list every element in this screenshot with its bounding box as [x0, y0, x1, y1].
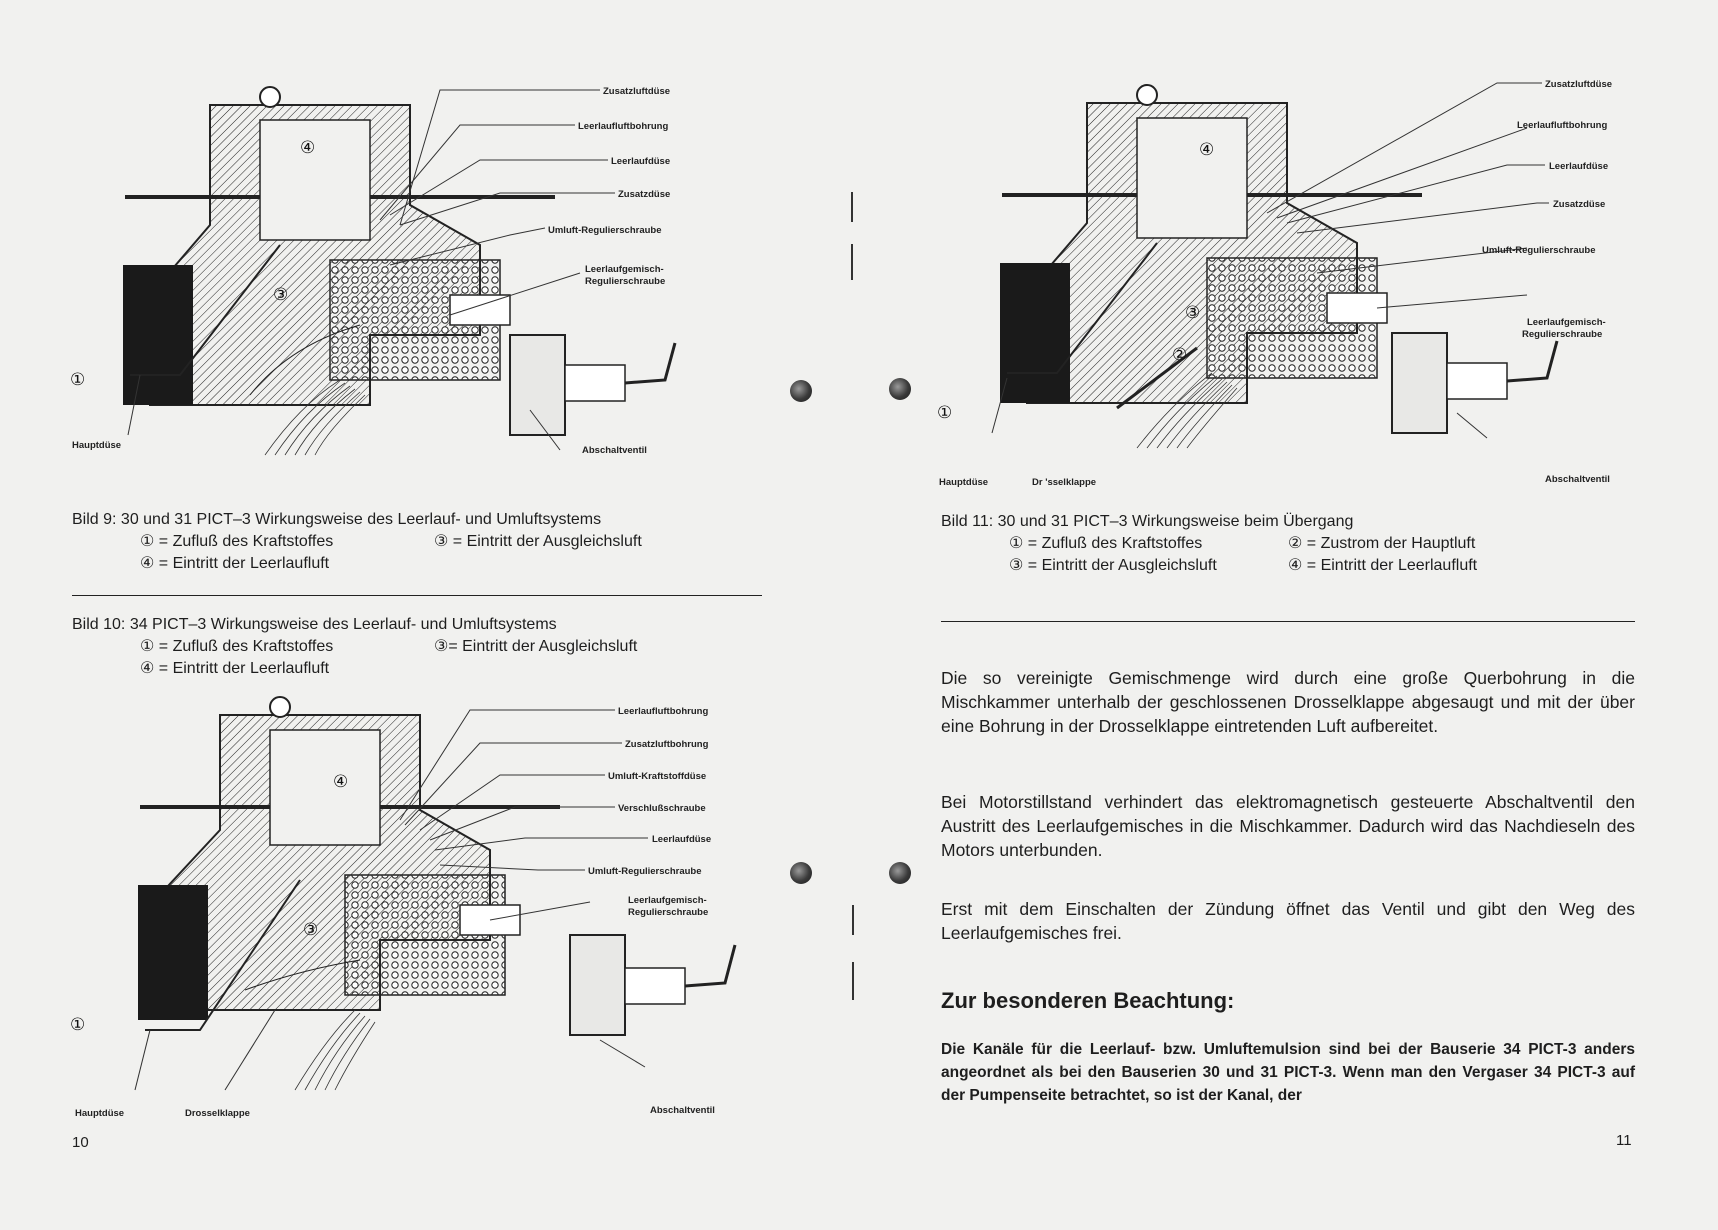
label-regulierschraube: Regulierschraube	[585, 276, 665, 287]
label-umluft-regulierschraube: Umluft-Regulierschraube	[588, 866, 702, 877]
fold-mark	[852, 905, 854, 935]
label-hauptduese: Hauptdüse	[75, 1108, 124, 1119]
label-verschlussschraube: Verschlußschraube	[618, 803, 706, 814]
label-leerlaufgemisch: Leerlaufgemisch-	[585, 264, 664, 275]
figure-11-diagram: Zusatzluftdüse Leerlaufluftbohrung Leerl…	[937, 79, 1612, 488]
caption-title: Bild 10: 34 PICT–3 Wirkungsweise des Lee…	[72, 616, 557, 633]
caption-item-4: ④ = Eintritt der Leerlaufluft	[140, 555, 330, 572]
caption-item-1: ① = Zufluß des Kraftstoffes	[140, 638, 334, 655]
figure-11-caption: Bild 11: 30 und 31 PICT–3 Wirkungsweise …	[941, 511, 1661, 577]
label-leerlaufgemisch: Leerlaufgemisch-	[628, 895, 707, 906]
page-number-right: 11	[1616, 1132, 1632, 1149]
label-zusatzluftduese: Zusatzluftdüse	[1545, 79, 1612, 90]
label-leerlaufluftbohrung: Leerlaufluftbohrung	[1517, 120, 1607, 131]
label-leerlaufluftbohrung: Leerlaufluftbohrung	[618, 706, 708, 717]
right-page: Zusatzluftdüse Leerlaufluftbohrung Leerl…	[859, 0, 1718, 1230]
caption-item-3: ③ = Eintritt der Ausgleichsluft	[434, 533, 642, 550]
paragraph-3: Erst mit dem Einschalten der Zündung öff…	[941, 899, 1635, 943]
label-zusatzduese: Zusatzdüse	[1553, 199, 1605, 210]
label-regulierschraube: Regulierschraube	[628, 907, 708, 918]
label-leerlaufduese: Leerlaufdüse	[652, 834, 711, 845]
marker-2: ②	[1172, 345, 1187, 364]
section-heading: Zur besonderen Beachtung:	[941, 988, 1235, 1013]
label-leerlaufgemisch: Leerlaufgemisch-	[1527, 317, 1606, 328]
marker-4: ④	[333, 772, 348, 791]
label-umluft-regulierschraube: Umluft-Regulierschraube	[1482, 245, 1596, 256]
caption-item-3: ③= Eintritt der Ausgleichsluft	[434, 638, 638, 655]
page-number-left: 10	[72, 1134, 89, 1151]
label-abschaltventil: Abschaltventil	[650, 1105, 715, 1116]
fold-mark	[851, 192, 853, 222]
label-abschaltventil: Abschaltventil	[1545, 474, 1610, 485]
label-abschaltventil: Abschaltventil	[582, 445, 647, 456]
caption-item-4: ④ = Eintritt der Leerlaufluft	[140, 660, 330, 677]
marker-1: ①	[937, 403, 952, 422]
label-hauptduese: Hauptdüse	[939, 477, 988, 488]
caption-item-2: ② = Zustrom der Hauptluft	[1288, 535, 1476, 552]
figure-11-callout-lines	[991, 82, 1549, 439]
binder-hole-bottom	[790, 862, 812, 884]
marker-3: ③	[303, 920, 318, 939]
label-leerlaufduese: Leerlaufdüse	[611, 156, 670, 167]
label-umluft-kraftstoffduese: Umluft-Kraftstoffdüse	[608, 771, 706, 782]
figure-9-caption: Bild 9: 30 und 31 PICT–3 Wirkungsweise d…	[72, 509, 772, 575]
paragraph-1: Die so vereinigte Gemischmenge wird durc…	[941, 668, 1635, 736]
carburetor-body	[138, 696, 737, 1091]
left-page: Zusatzluftdüse Leerlaufluftbohrung Leerl…	[70, 86, 854, 1151]
caption-title: Bild 9: 30 und 31 PICT–3 Wirkungsweise d…	[72, 511, 602, 528]
caption-item-1: ① = Zufluß des Kraftstoffes	[140, 533, 334, 550]
carburetor-body	[1000, 84, 1559, 449]
caption-item-1: ① = Zufluß des Kraftstoffes	[1009, 535, 1203, 552]
caption-item-4: ④ = Eintritt der Leerlaufluft	[1288, 557, 1478, 574]
caption-title: Bild 11: 30 und 31 PICT–3 Wirkungsweise …	[941, 513, 1354, 530]
label-hauptduese: Hauptdüse	[72, 440, 121, 451]
figure-10-callout-lines	[134, 709, 648, 1091]
marker-4: ④	[1199, 140, 1214, 159]
fold-mark	[851, 244, 853, 280]
binder-hole-top	[889, 378, 911, 400]
figure-10-caption: Bild 10: 34 PICT–3 Wirkungsweise des Lee…	[72, 614, 772, 680]
marker-4: ④	[300, 138, 315, 157]
figure-9-diagram: Zusatzluftdüse Leerlaufluftbohrung Leerl…	[70, 86, 677, 456]
figure-10-diagram: Leerlaufluftbohrung Zusatzluftbohrung Um…	[70, 696, 737, 1119]
paragraph-4: Die Kanäle für die Leerlauf- bzw. Umluft…	[941, 1041, 1635, 1104]
paragraph-2: Bei Motorstillstand verhindert das elekt…	[941, 792, 1635, 860]
divider-rule	[72, 595, 762, 596]
divider-rule	[941, 621, 1635, 622]
label-zusatzluftduese: Zusatzluftdüse	[603, 86, 670, 97]
figure-9-callout-lines	[127, 89, 615, 451]
label-drosselklappe: Dr 'sselklappe	[1032, 477, 1096, 488]
marker-3: ③	[1185, 303, 1200, 322]
label-regulierschraube: Regulierschraube	[1522, 329, 1602, 340]
binder-hole-top	[790, 380, 812, 402]
carburetor-body	[123, 86, 677, 456]
label-zusatzluftbohrung: Zusatzluftbohrung	[625, 739, 709, 750]
marker-1: ①	[70, 370, 85, 389]
label-drosselklappe: Drosselklappe	[185, 1108, 250, 1119]
binder-hole-bottom	[889, 862, 911, 884]
label-umluft-regulierschraube: Umluft-Regulierschraube	[548, 225, 662, 236]
label-zusatzduese: Zusatzdüse	[618, 189, 670, 200]
marker-3: ③	[273, 285, 288, 304]
caption-item-3: ③ = Eintritt der Ausgleichsluft	[1009, 557, 1217, 574]
label-leerlaufluftbohrung: Leerlaufluftbohrung	[578, 121, 668, 132]
label-leerlaufduese: Leerlaufdüse	[1549, 161, 1608, 172]
marker-1: ①	[70, 1015, 85, 1034]
fold-mark	[852, 962, 854, 1000]
